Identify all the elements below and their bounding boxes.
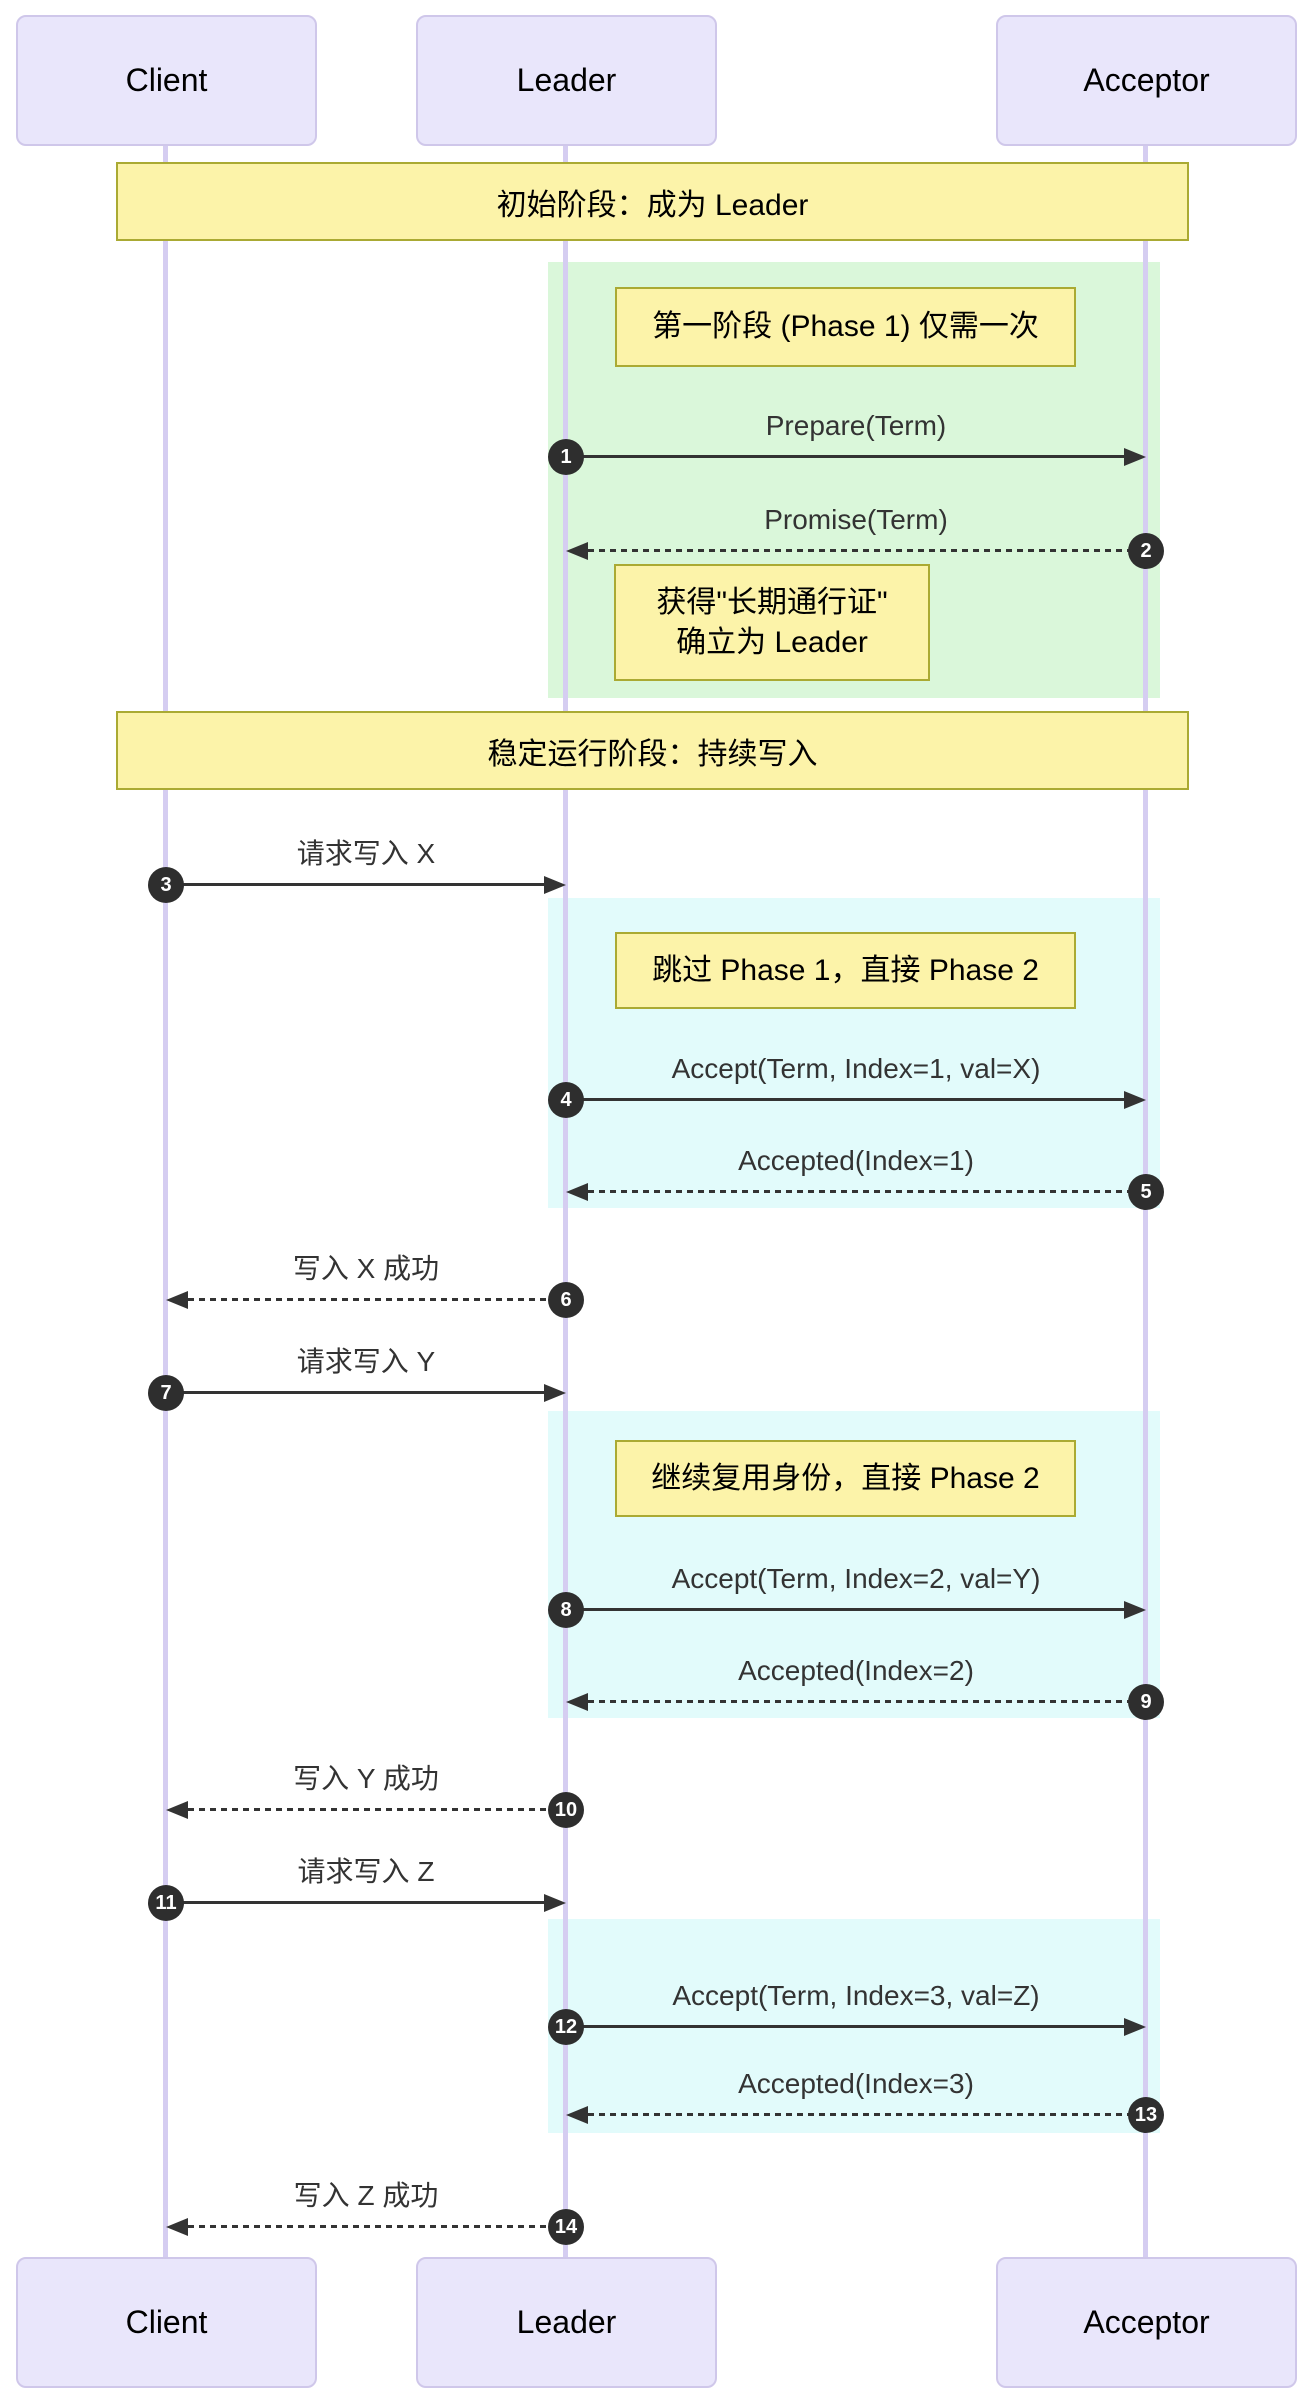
message-line bbox=[566, 2025, 1124, 2028]
note-skip-phase1-text: 跳过 Phase 1，直接 Phase 2 bbox=[652, 953, 1039, 987]
banner-steady-phase: 稳定运行阶段：持续写入 bbox=[116, 711, 1189, 790]
arrowhead-right-icon bbox=[544, 1894, 566, 1912]
arrowhead-left-icon bbox=[166, 1801, 188, 1819]
sequence-number-badge: 7 bbox=[148, 1375, 184, 1411]
message-line bbox=[166, 1391, 544, 1394]
sequence-number-badge: 3 bbox=[148, 867, 184, 903]
message-label: Prepare(Term) bbox=[765, 410, 947, 441]
message-line bbox=[166, 1901, 544, 1904]
sequence-number-badge: 5 bbox=[1128, 1174, 1164, 1210]
message-line bbox=[588, 549, 1146, 552]
message-label: 请求写入 Z bbox=[297, 1856, 435, 1887]
banner-steady-phase-label: 稳定运行阶段：持续写入 bbox=[487, 737, 818, 771]
message-label: 写入 Z 成功 bbox=[293, 2180, 439, 2211]
actor-label-client: Client bbox=[125, 62, 208, 98]
lifeline-client bbox=[163, 146, 168, 2257]
actor-box-client-bottom: Client bbox=[16, 2257, 317, 2388]
note-long-term-pass-line1: 获得"长期通行证" bbox=[656, 585, 888, 619]
sequence-number-badge: 4 bbox=[548, 1082, 584, 1118]
lifeline-leader bbox=[563, 146, 568, 2257]
message-line bbox=[188, 2225, 566, 2228]
message-label: 请求写入 Y bbox=[296, 1346, 436, 1377]
banner-initial-phase-label: 初始阶段：成为 Leader bbox=[496, 188, 809, 222]
message-label: Accepted(Index=3) bbox=[738, 2068, 974, 2099]
arrowhead-left-icon bbox=[566, 542, 588, 560]
message-label: Promise(Term) bbox=[764, 504, 948, 535]
actor-box-acceptor-top: Acceptor bbox=[996, 15, 1297, 146]
arrowhead-left-icon bbox=[566, 2106, 588, 2124]
arrowhead-right-icon bbox=[1124, 2018, 1146, 2036]
actor-box-acceptor-bottom: Acceptor bbox=[996, 2257, 1297, 2388]
actor-label-acceptor: Acceptor bbox=[1083, 62, 1210, 98]
message-label: 请求写入 X bbox=[296, 838, 436, 869]
message-line bbox=[588, 1190, 1146, 1193]
arrowhead-right-icon bbox=[544, 1384, 566, 1402]
sequence-number-badge: 9 bbox=[1128, 1684, 1164, 1720]
arrowhead-right-icon bbox=[1124, 1091, 1146, 1109]
banner-initial-phase: 初始阶段：成为 Leader bbox=[116, 162, 1189, 241]
message-label: 写入 Y 成功 bbox=[293, 1763, 439, 1794]
message-line bbox=[588, 2113, 1146, 2116]
sequence-number-badge: 2 bbox=[1128, 533, 1164, 569]
arrowhead-left-icon bbox=[166, 1291, 188, 1309]
message-line bbox=[188, 1298, 566, 1301]
message-label: 写入 X 成功 bbox=[292, 1253, 440, 1284]
message-line bbox=[566, 455, 1124, 458]
arrowhead-right-icon bbox=[1124, 448, 1146, 466]
actor-box-leader-top: Leader bbox=[416, 15, 717, 146]
sequence-number-badge: 11 bbox=[148, 1885, 184, 1921]
arrowhead-left-icon bbox=[566, 1693, 588, 1711]
sequence-number-badge: 13 bbox=[1128, 2097, 1164, 2133]
actor-label-leader: Leader bbox=[516, 62, 617, 98]
message-line bbox=[566, 1098, 1124, 1101]
message-line bbox=[188, 1808, 566, 1811]
message-label: Accept(Term, Index=2, val=Y) bbox=[671, 1563, 1041, 1594]
message-line bbox=[566, 1608, 1124, 1611]
sequence-number-badge: 8 bbox=[548, 1592, 584, 1628]
sequence-number-badge: 6 bbox=[548, 1282, 584, 1318]
arrowhead-left-icon bbox=[566, 1183, 588, 1201]
message-label: Accept(Term, Index=3, val=Z) bbox=[672, 1980, 1040, 2011]
arrowhead-right-icon bbox=[544, 876, 566, 894]
actor-box-client-top: Client bbox=[16, 15, 317, 146]
note-reuse-identity-text: 继续复用身份，直接 Phase 2 bbox=[651, 1461, 1040, 1495]
arrowhead-right-icon bbox=[1124, 1601, 1146, 1619]
message-label: Accepted(Index=1) bbox=[738, 1145, 974, 1176]
message-label: Accepted(Index=2) bbox=[738, 1655, 974, 1686]
note-skip-phase1: 跳过 Phase 1，直接 Phase 2 bbox=[615, 932, 1076, 1009]
message-label: Accept(Term, Index=1, val=X) bbox=[671, 1053, 1041, 1084]
message-line bbox=[588, 1700, 1146, 1703]
note-phase1-once: 第一阶段 (Phase 1) 仅需一次 bbox=[615, 287, 1076, 367]
note-reuse-identity: 继续复用身份，直接 Phase 2 bbox=[615, 1440, 1076, 1517]
sequence-number-badge: 14 bbox=[548, 2209, 584, 2245]
actor-box-leader-bottom: Leader bbox=[416, 2257, 717, 2388]
arrowhead-left-icon bbox=[166, 2218, 188, 2236]
actor-label-acceptor: Acceptor bbox=[1083, 2304, 1210, 2340]
sequence-number-badge: 10 bbox=[548, 1792, 584, 1828]
note-phase1-once-text: 第一阶段 (Phase 1) 仅需一次 bbox=[652, 310, 1039, 344]
actor-label-client: Client bbox=[125, 2304, 208, 2340]
note-long-term-pass: 获得"长期通行证" 确立为 Leader bbox=[614, 564, 930, 681]
sequence-number-badge: 1 bbox=[548, 439, 584, 475]
sequence-number-badge: 12 bbox=[548, 2009, 584, 2045]
actor-label-leader: Leader bbox=[516, 2304, 617, 2340]
note-long-term-pass-line2: 确立为 Leader bbox=[676, 625, 868, 659]
message-line bbox=[166, 883, 544, 886]
